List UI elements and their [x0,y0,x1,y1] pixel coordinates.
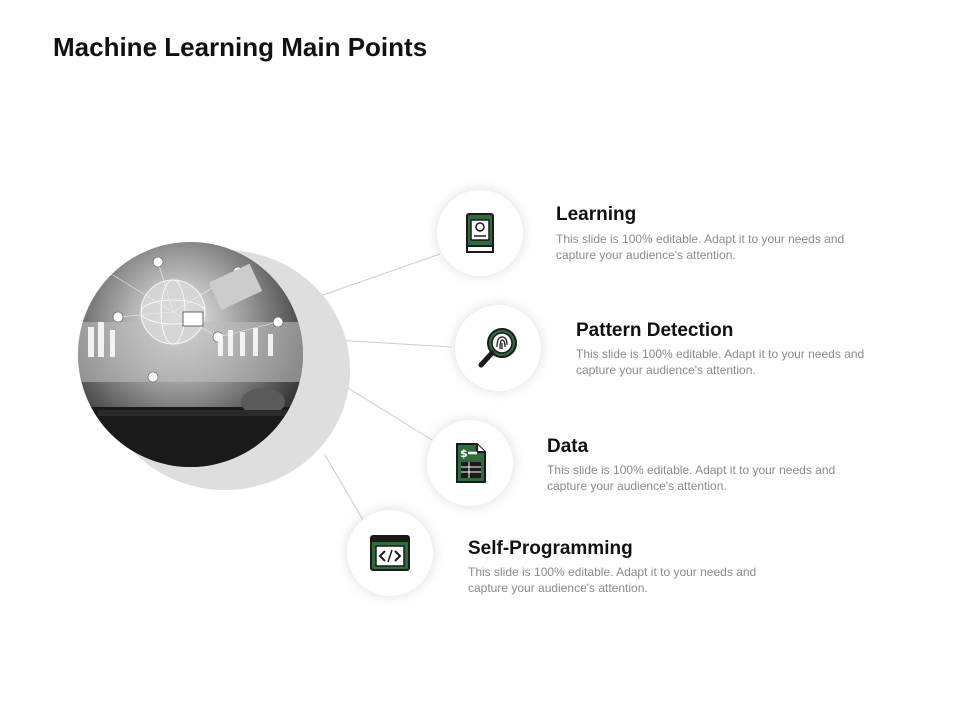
self-programming-description: This slide is 100% editable. Adapt it to… [468,565,757,595]
code-window-icon [370,535,410,571]
self-programming-title: Self-Programming [468,538,633,559]
learning-title: Learning [556,204,637,225]
data-title: Data [547,436,589,457]
connector-line-data [347,387,433,441]
network-globe-illustration [78,256,303,467]
book-person-icon [466,213,494,253]
data-icon-circle: $ [427,420,513,506]
data-description: This slide is 100% editable. Adapt it to… [547,463,836,493]
fingerprint-magnifier-icon [478,328,517,368]
hero-image [78,242,303,467]
self-programming-icon-circle [347,510,433,596]
pattern-detection-description: This slide is 100% editable. Adapt it to… [576,347,865,377]
connector-line-learning [299,253,441,304]
invoice-document-icon: $ [456,443,486,483]
pattern-detection-icon-circle [455,305,541,391]
slide-title: Machine Learning Main Points [53,32,428,62]
learning-icon-circle [437,190,523,276]
learning-description: This slide is 100% editable. Adapt it to… [556,232,845,262]
pattern-detection-title: Pattern Detection [576,320,734,341]
svg-text:$: $ [460,447,468,460]
